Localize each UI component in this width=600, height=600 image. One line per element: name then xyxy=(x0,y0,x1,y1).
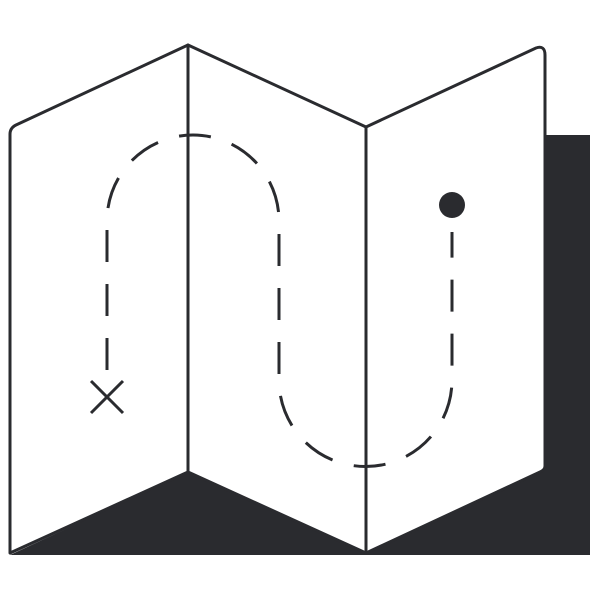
destination-x-icon xyxy=(89,379,125,415)
map-shadow xyxy=(10,135,590,555)
map-middle-panel xyxy=(186,43,368,555)
route-path-icon xyxy=(105,133,454,468)
location-dot-icon xyxy=(439,192,465,218)
map-right-panel xyxy=(364,45,547,555)
map-left-panel xyxy=(8,43,190,555)
